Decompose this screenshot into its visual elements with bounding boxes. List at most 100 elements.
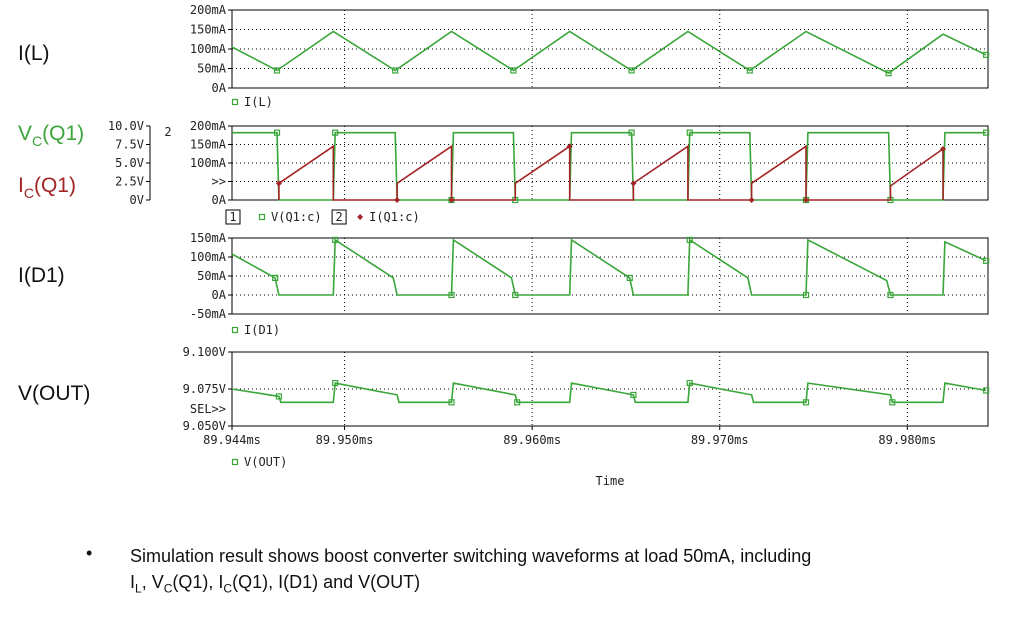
series-marker <box>512 291 519 299</box>
x-tick-label: 89.960ms <box>503 433 561 447</box>
panel-frame <box>231 351 989 427</box>
series-marker <box>275 393 282 400</box>
series-marker <box>332 236 339 243</box>
series-marker <box>983 129 990 136</box>
series-marker <box>628 67 635 74</box>
x-tick-label: 89.950ms <box>316 433 374 447</box>
series-marker <box>332 379 339 387</box>
y-tick-label: 100mA <box>190 250 227 264</box>
secondary-y-tick-label: 7.5V <box>115 138 144 152</box>
legend-axis-box <box>331 209 347 225</box>
legend-marker <box>357 214 364 220</box>
signal-label-id1: I(D1) <box>18 264 65 287</box>
series-line-i-d1- <box>231 238 987 296</box>
y-tick-label: 150mA <box>190 138 227 152</box>
series-marker <box>748 197 755 203</box>
panel-frame <box>231 125 989 201</box>
series-marker <box>939 145 946 152</box>
series-marker <box>746 67 753 74</box>
series-marker <box>510 67 517 74</box>
secondary-y-tick-label: 5.0V <box>115 156 144 170</box>
y-tick-label: 0A <box>212 288 227 302</box>
series-marker <box>803 197 810 203</box>
axis-number-label: 2 <box>164 125 171 139</box>
series-marker <box>566 143 573 150</box>
caption-sub: L <box>135 581 142 596</box>
y-tick-label: 150mA <box>190 23 227 37</box>
series-marker <box>686 236 693 243</box>
series-marker <box>628 129 635 136</box>
legend-label: I(D1) <box>244 323 280 337</box>
y-tick-label: 0A <box>212 193 227 207</box>
caption-part: , V <box>141 572 164 592</box>
y-tick-label: 0A <box>212 81 227 95</box>
caption-part: (Q1), I(D1) and V(OUT) <box>232 572 421 592</box>
legend-marker <box>258 213 266 221</box>
series-marker <box>983 257 990 264</box>
series-marker <box>983 387 990 394</box>
series-marker <box>885 70 892 77</box>
legend-axis-number: 2 <box>335 210 342 224</box>
y-tick-label: 200mA <box>190 119 227 133</box>
y-tick-label: >> <box>212 175 226 189</box>
plot-area: 200mA150mA100mA50mA0AI(L)200mA150mA100mA… <box>108 3 990 469</box>
signal-label-vc: VC(Q1) <box>18 122 84 149</box>
series-line-i-q1-c- <box>278 144 944 201</box>
series-marker <box>887 291 894 299</box>
y-tick-label: 9.100V <box>183 345 226 359</box>
bullet-symbol: • <box>86 543 93 563</box>
y-tick-label: 9.075V <box>183 382 226 396</box>
legend-label: I(Q1:c) <box>369 210 420 224</box>
y-tick-label: 150mA <box>190 231 227 245</box>
panel-frame <box>231 9 989 89</box>
series-marker <box>802 399 810 406</box>
legend-label: V(Q1:c) <box>271 210 322 224</box>
secondary-y-tick-label: 10.0V <box>108 119 144 133</box>
series-marker <box>983 51 990 58</box>
legend-marker <box>231 458 239 466</box>
series-marker <box>514 399 521 406</box>
series-marker <box>686 129 693 136</box>
legend-axis-number: 1 <box>229 210 236 224</box>
y-tick-label: 9.050V <box>183 419 226 433</box>
legend-marker <box>231 326 239 334</box>
series-marker <box>275 180 282 187</box>
legend-axis-box <box>225 209 241 225</box>
series-marker <box>273 67 281 74</box>
series-marker <box>392 67 399 74</box>
y-tick-label: 50mA <box>197 62 227 76</box>
series-marker <box>630 391 637 399</box>
signal-label-il: I(L) <box>18 42 50 65</box>
series-marker <box>626 274 633 281</box>
series-line-v-q1-c- <box>232 131 987 201</box>
y-tick-label: -50mA <box>190 307 227 321</box>
series-marker <box>802 291 810 299</box>
caption-part: (Q1), I <box>172 572 224 592</box>
legend-label: I(L) <box>244 95 273 109</box>
series-marker <box>686 379 693 387</box>
series-marker <box>394 197 401 203</box>
caption-text: Simulation result shows boost converter … <box>130 543 1010 602</box>
signal-label-vout: V(OUT) <box>18 382 90 405</box>
series-marker <box>448 291 455 299</box>
legend-label: V(OUT) <box>244 455 287 469</box>
y-tick-label-sel: SEL>> <box>190 402 226 416</box>
caption-sub: C <box>223 581 233 596</box>
series-marker <box>332 129 339 136</box>
caption-line-1: Simulation result shows boost converter … <box>130 546 812 566</box>
series-marker <box>448 197 455 203</box>
x-axis-label: Time <box>596 474 625 488</box>
x-tick-label: 89.980ms <box>878 433 936 447</box>
x-tick-label: 89.944ms <box>203 433 261 447</box>
series-marker <box>889 399 896 406</box>
series-marker <box>272 274 279 281</box>
legend-marker <box>231 98 239 106</box>
caption-part: I <box>130 572 136 592</box>
x-tick-label: 89.970ms <box>691 433 749 447</box>
signal-label-ic: IC(Q1) <box>18 174 76 201</box>
secondary-y-tick-label: 0V <box>130 193 144 207</box>
y-tick-label: 100mA <box>190 156 227 170</box>
series-line-i-l- <box>231 30 987 75</box>
series-marker <box>448 399 455 406</box>
series-marker <box>630 180 637 187</box>
